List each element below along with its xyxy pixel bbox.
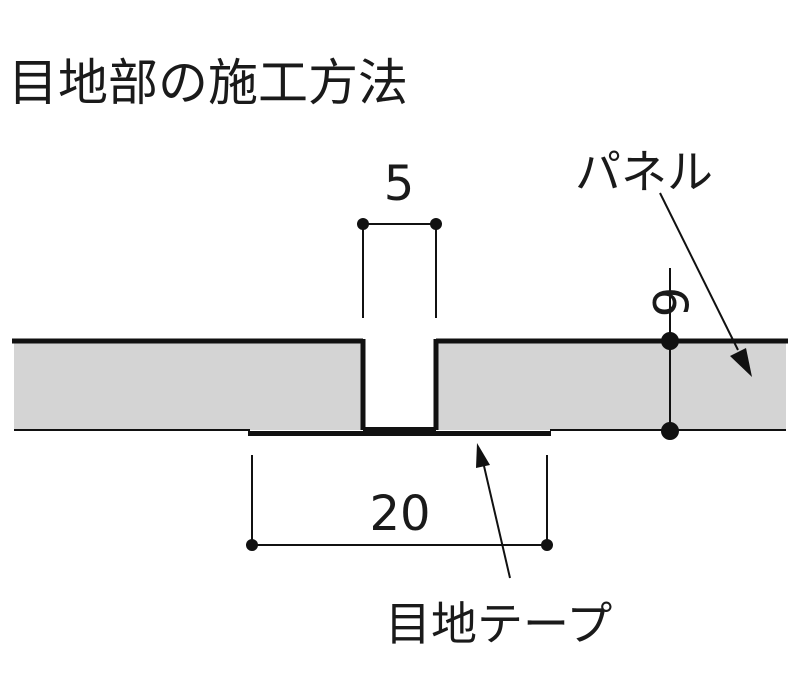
- tape-width-label: 20: [369, 486, 430, 542]
- panel-thickness-label: 6: [641, 287, 697, 318]
- joint-width-dimension: [357, 218, 442, 318]
- joint-tape: [248, 427, 551, 436]
- panel-leader-arrow: [659, 192, 752, 377]
- joint-tape-leader-arrow: [476, 443, 511, 579]
- left-panel: [14, 341, 363, 430]
- tape-width-dimension: [246, 455, 553, 551]
- right-panel: [436, 341, 786, 430]
- panel-thickness-dimension: [661, 268, 679, 440]
- diagram-title: 目地部の施工方法: [8, 54, 408, 112]
- panel-label: パネル: [575, 145, 713, 199]
- joint-width-label: 5: [384, 156, 415, 212]
- joint-tape-label: 目地テープ: [385, 597, 612, 651]
